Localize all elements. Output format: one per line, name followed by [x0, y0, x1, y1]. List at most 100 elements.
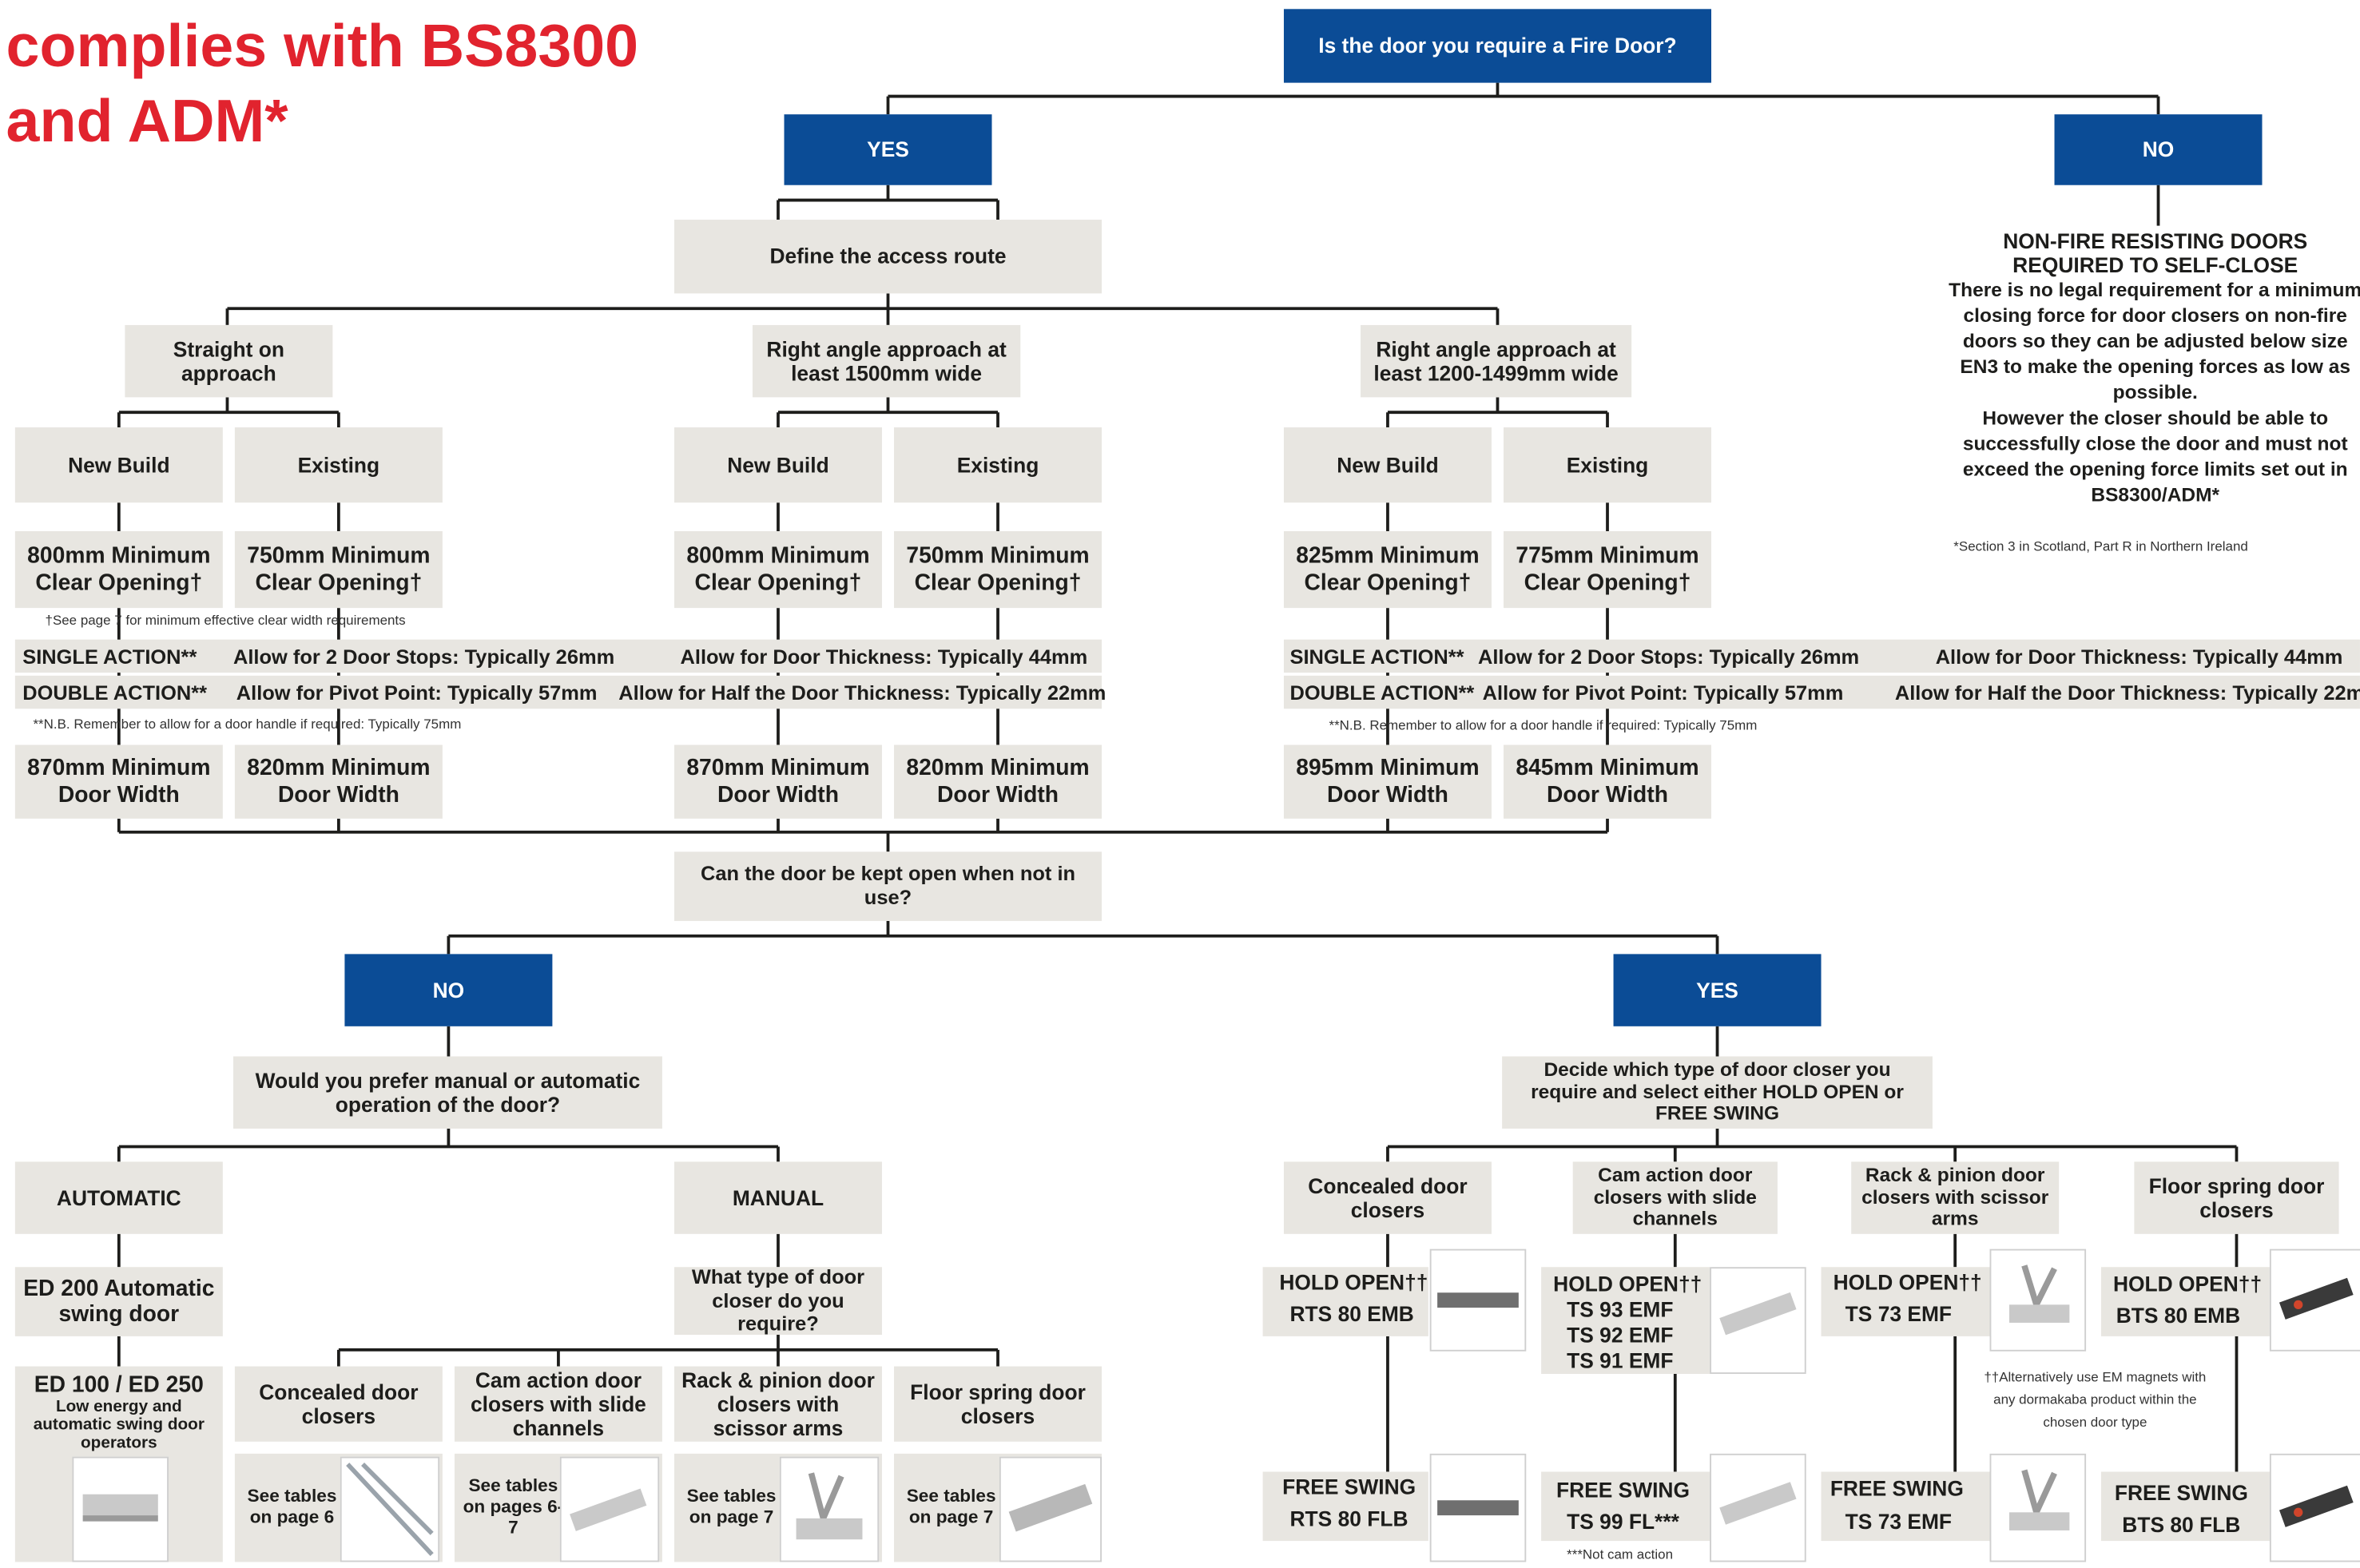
free-swing-label: FREE SWING	[2114, 1480, 2248, 1505]
non-fire-heading-1: NON-FIRE RESISTING DOORS	[2003, 228, 2308, 253]
clear-opening-c: 800mm Minimum Clear Opening†	[673, 531, 882, 609]
clear-width-note: †See page 7 for minimum effective clear …	[45, 612, 406, 628]
product-ts73-free: TS 73 EMF	[1845, 1509, 1953, 1534]
title-line-2: and ADM*	[6, 89, 288, 156]
manual-box: MANUAL	[673, 1161, 882, 1234]
door-stops-note: Allow for 2 Door Stops: Typically 26mm	[233, 645, 615, 668]
door-width-b: 820mm Minimum Door Width	[234, 744, 443, 819]
clear-opening-a: 800mm Minimum Clear Opening†	[14, 531, 223, 609]
product-rts-80-emb: RTS 80 EMB	[1289, 1301, 1414, 1326]
product-ts99: TS 99 FL***	[1567, 1509, 1679, 1534]
product-ts92: TS 92 EMF	[1567, 1322, 1674, 1348]
type-cam-action: Cam action door closers with slide chann…	[454, 1366, 662, 1442]
existing-a: Existing	[234, 427, 443, 503]
door-handle-note-right: **N.B. Remember to allow for a door hand…	[1329, 717, 1758, 733]
ed100-product-image	[72, 1456, 169, 1562]
ed100-title: ED 100 / ED 250	[34, 1372, 204, 1399]
hold-open-cam	[1541, 1267, 1710, 1375]
non-fire-heading-2: REQUIRED TO SELF-CLOSE	[2012, 252, 2298, 277]
door-width-e: 895mm Minimum Door Width	[1283, 744, 1492, 819]
see-tables-p7b: See tables on page 7	[906, 1485, 996, 1528]
automatic-box: AUTOMATIC	[14, 1161, 223, 1234]
free-swing-cam	[1541, 1471, 1710, 1542]
fire-door-yes: YES	[784, 114, 992, 185]
existing-c: Existing	[1504, 427, 1711, 503]
door-thickness-note: Allow for Door Thickness: Typically 44mm	[680, 645, 1088, 668]
keep-open-yes: YES	[1613, 954, 1822, 1026]
keep-open-no: NO	[344, 954, 553, 1026]
em-magnets-note: ††Alternatively use EM magnets with any …	[1984, 1369, 2207, 1430]
door-width-c: 870mm Minimum Door Width	[673, 744, 882, 819]
door-stops-note: Allow for 2 Door Stops: Typically 26mm	[1477, 645, 1860, 668]
hold-open-rack	[1821, 1267, 1990, 1336]
cam-closer-image	[559, 1456, 660, 1562]
new-build-a: New Build	[14, 427, 223, 503]
half-thickness-note: Allow for Half the Door Thickness: Typic…	[1894, 681, 2360, 704]
rtype-cam: Cam action door closers with slide chann…	[1572, 1161, 1778, 1234]
hold-open-floor	[2100, 1267, 2270, 1336]
double-action-label: DOUBLE ACTION**	[1289, 681, 1475, 704]
free-swing-label: FREE SWING	[1830, 1476, 1964, 1501]
double-action-band-right: DOUBLE ACTION** Allow for Pivot Point: T…	[1283, 675, 2360, 709]
page-title: complies with BS8300 and ADM*	[6, 9, 639, 159]
pivot-point-note: Allow for Pivot Point: Typically 57mm	[236, 681, 598, 704]
non-fire-footnote: *Section 3 in Scotland, Part R in Northe…	[1953, 538, 2248, 554]
ts93-image	[1710, 1267, 1806, 1375]
product-ts91: TS 91 EMF	[1567, 1348, 1674, 1373]
type-concealed: Concealed door closers	[234, 1366, 443, 1442]
route-right-1500: Right angle approach at least 1500mm wid…	[752, 324, 1021, 398]
rtype-concealed: Concealed door closers	[1283, 1161, 1492, 1234]
see-tables-p6: See tables on page 6	[247, 1485, 337, 1528]
keep-open-question: Can the door be kept open when not in us…	[673, 851, 1103, 921]
rts-80-flb-image	[1429, 1453, 1527, 1562]
new-build-c: New Build	[1283, 427, 1492, 503]
clear-opening-d: 750mm Minimum Clear Opening†	[894, 531, 1103, 609]
ts73-hold-image	[1989, 1248, 2087, 1352]
ed200-box: ED 200 Automatic swing door	[14, 1267, 223, 1336]
see-tables-p67: See tables on pages 6-7	[463, 1475, 564, 1538]
ed100-subtitle: Low energy and automatic swing door oper…	[33, 1398, 205, 1453]
product-rts-80-flb: RTS 80 FLB	[1289, 1506, 1408, 1530]
bts-80-emb-image	[2269, 1248, 2360, 1352]
what-type-question: What type of door closer do you require?	[673, 1266, 882, 1336]
door-handle-note-left: **N.B. Remember to allow for a door hand…	[33, 716, 462, 732]
hold-open-label: HOLD OPEN††	[1553, 1271, 1702, 1296]
free-swing-floor	[2100, 1471, 2270, 1542]
closer-type-question: Decide which type of door closer you req…	[1502, 1056, 1933, 1129]
product-ts73-hold: TS 73 EMF	[1845, 1301, 1953, 1326]
fire-door-no: NO	[2054, 114, 2263, 185]
half-thickness-note: Allow for Half the Door Thickness: Typic…	[618, 681, 1106, 704]
hold-open-label: HOLD OPEN††	[1279, 1270, 1428, 1295]
clear-opening-b: 750mm Minimum Clear Opening†	[234, 531, 443, 609]
not-cam-action-note: ***Not cam action	[1567, 1546, 1674, 1562]
double-action-band-left: DOUBLE ACTION** Allow for Pivot Point: T…	[14, 675, 1106, 709]
type-floor-spring: Floor spring door closers	[894, 1366, 1103, 1442]
route-right-1200: Right angle approach at least 1200-1499m…	[1361, 324, 1632, 398]
manual-or-automatic-question: Would you prefer manual or automatic ope…	[233, 1056, 662, 1129]
rack-closer-image	[779, 1456, 880, 1562]
free-swing-rack	[1821, 1471, 1990, 1542]
double-action-label: DOUBLE ACTION**	[22, 681, 208, 704]
rtype-rack: Rack & pinion door closers with scissor …	[1851, 1161, 2060, 1234]
single-action-band-left: SINGLE ACTION** Allow for 2 Door Stops: …	[14, 639, 1103, 673]
floor-spring-image	[999, 1456, 1103, 1562]
rts-80-emb-image	[1429, 1248, 1527, 1352]
clear-opening-e: 825mm Minimum Clear Opening†	[1283, 531, 1492, 609]
non-fire-text-2: However the closer should be able to suc…	[1962, 406, 2348, 506]
concealed-closer-image	[340, 1456, 440, 1562]
non-fire-panel: NON-FIRE RESISTING DOORS REQUIRED TO SEL…	[1944, 228, 2360, 507]
door-width-f: 845mm Minimum Door Width	[1504, 744, 1711, 819]
new-build-b: New Build	[673, 427, 882, 503]
hold-open-label: HOLD OPEN††	[2112, 1271, 2263, 1296]
free-swing-label: FREE SWING	[1555, 1477, 1691, 1503]
rtype-floor: Floor spring door closers	[2134, 1161, 2339, 1234]
door-width-a: 870mm Minimum Door Width	[14, 744, 223, 819]
access-route-box: Define the access route	[673, 220, 1103, 294]
door-width-d: 820mm Minimum Door Width	[894, 744, 1103, 819]
see-tables-p7a: See tables on page 7	[686, 1485, 777, 1528]
door-thickness-note: Allow for Door Thickness: Typically 44mm	[1935, 645, 2343, 668]
clear-opening-f: 775mm Minimum Clear Opening†	[1504, 531, 1711, 609]
single-action-label: SINGLE ACTION**	[22, 645, 197, 668]
